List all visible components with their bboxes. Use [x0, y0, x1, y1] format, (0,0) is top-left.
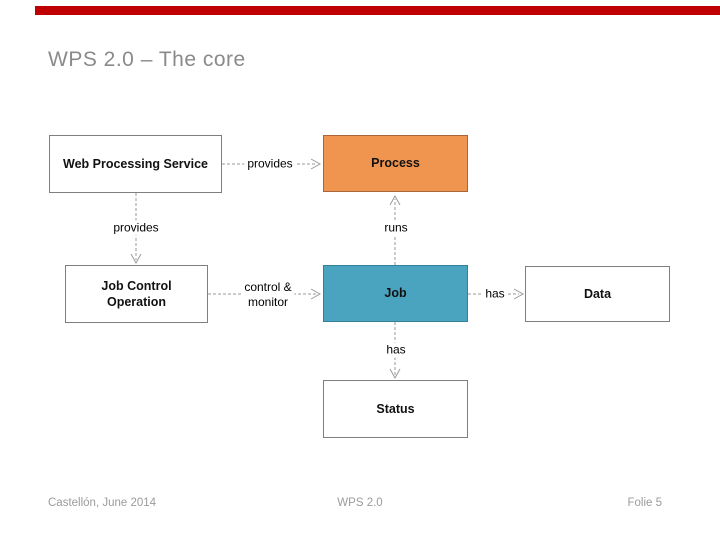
node-status: Status [323, 380, 468, 438]
edge-label-control-monitor: control & monitor [241, 280, 295, 310]
edge-label-line2: monitor [247, 295, 289, 309]
node-process: Process [323, 135, 468, 192]
node-web-processing-service: Web Processing Service [49, 135, 222, 193]
node-label-line2: Operation [106, 295, 167, 309]
node-label: Job [384, 286, 407, 301]
edge-label-line1: control & [244, 280, 292, 294]
footer-page-number: Folie 5 [627, 497, 662, 509]
node-label: Data [583, 286, 612, 301]
edge-label-provides-wps-process: provides [244, 156, 296, 172]
edge-label-has-job-data: has [482, 286, 508, 302]
node-job: Job [323, 265, 468, 322]
node-label: Web Processing Service [63, 156, 208, 171]
edge-label-has-job-status: has [383, 342, 409, 358]
edge-label-provides-wps-jco: provides [110, 220, 162, 236]
node-data: Data [525, 266, 670, 322]
accent-bar [35, 6, 720, 15]
footer-location-date: Castellón, June 2014 [48, 497, 157, 509]
footer-deck-title: WPS 2.0 [337, 497, 383, 509]
node-label: Process [371, 156, 420, 171]
edge-label-runs: runs [381, 220, 411, 236]
node-label: Status [376, 401, 415, 416]
node-job-control-operation: Job Control Operation [65, 265, 208, 323]
node-label-line1: Job Control [101, 278, 172, 293]
page-title: WPS 2.0 – The core [48, 48, 246, 71]
